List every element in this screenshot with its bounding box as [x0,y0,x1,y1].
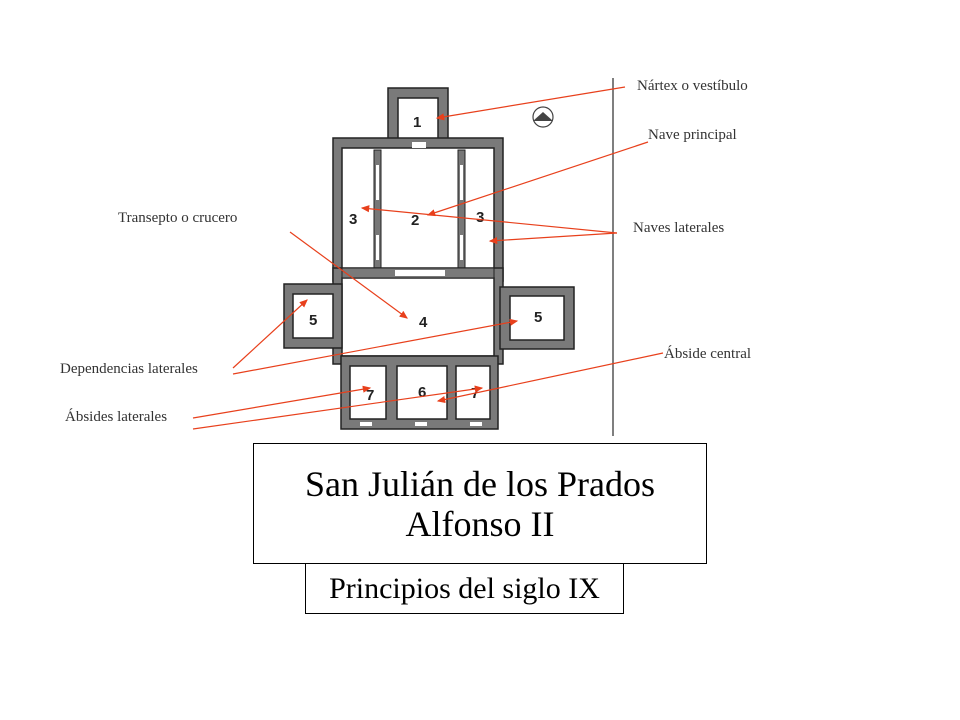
label-absides-laterales: Ábsides laterales [65,408,167,425]
room-number-7-left: 7 [366,387,374,404]
room-number-2: 2 [411,212,419,229]
room-number-3-left: 3 [349,211,357,228]
room-number-5-left: 5 [309,312,317,329]
annotation-arrows [192,86,664,430]
label-nartex: Nártex o vestíbulo [637,78,748,94]
label-abside-central: Ábside central [664,345,751,362]
room-number-3-right: 3 [476,209,484,226]
north-arrow-icon [532,106,554,128]
label-naves-laterales: Naves laterales [633,220,724,236]
label-nave-principal: Nave principal [648,127,737,143]
date-box: Principios del siglo IX [305,564,624,614]
label-dependencias: Dependencias laterales [60,361,198,377]
church-plan [283,87,575,430]
room-number-5-right: 5 [534,309,542,326]
date-text: Principios del siglo IX [329,571,600,605]
title-line-1: San Julián de los Prados [305,463,655,504]
title-box: San Julián de los Prados Alfonso II [253,443,707,564]
room-number-4: 4 [419,314,428,331]
title-line-2: Alfonso II [405,503,555,544]
room-number-1: 1 [413,114,421,131]
room-number-6: 6 [418,384,426,401]
label-transepto: Transepto o crucero [118,210,237,226]
